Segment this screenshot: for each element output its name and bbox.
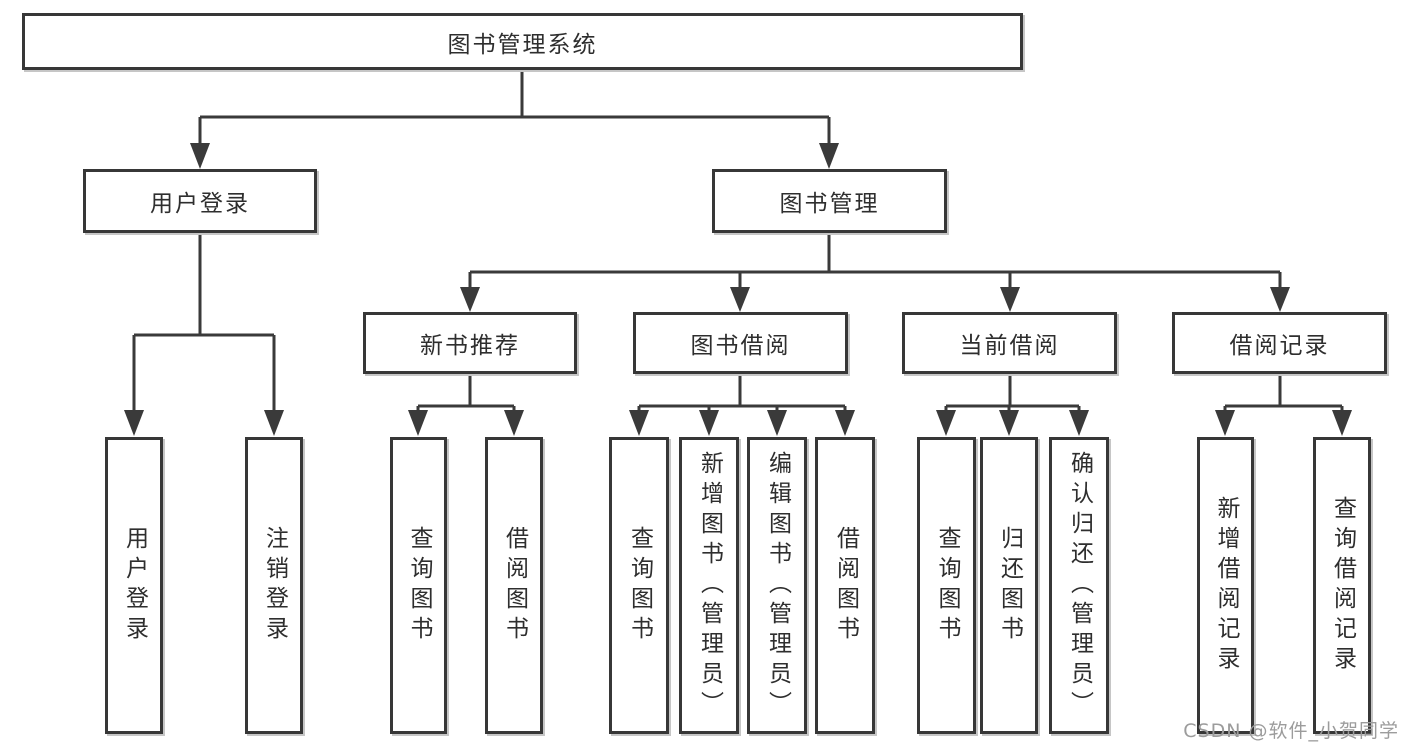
leaf-current-query-books-label: 查询图书	[934, 525, 960, 646]
node-book-management: 图书管理	[712, 169, 947, 233]
node-user-login: 用户登录	[83, 169, 317, 233]
leaf-add-borrow-record: 新增借阅记录	[1197, 437, 1254, 734]
node-current-borrowing: 当前借阅	[902, 312, 1117, 374]
node-user-login-label: 用户登录	[150, 191, 250, 217]
leaf-borrowing-query-books: 查询图书	[609, 437, 669, 734]
node-borrowing-records-label: 借阅记录	[1229, 333, 1330, 359]
leaf-add-borrow-record-label: 新增借阅记录	[1213, 495, 1239, 676]
node-book-management-label: 图书管理	[779, 191, 880, 217]
leaf-recommend-query-books: 查询图书	[390, 437, 447, 734]
node-root-library-system: 图书管理系统	[22, 13, 1023, 70]
leaf-add-books-admin-label: 新增图书（管理员）	[696, 450, 723, 721]
leaf-edit-books-admin-label: 编辑图书（管理员）	[764, 450, 791, 721]
leaf-query-borrow-record: 查询借阅记录	[1313, 437, 1371, 734]
leaf-recommend-borrow-books-label: 借阅图书	[501, 525, 528, 646]
leaf-recommend-borrow-books: 借阅图书	[485, 437, 543, 734]
leaf-return-books: 归还图书	[980, 437, 1038, 734]
leaf-borrowing-query-books-label: 查询图书	[626, 525, 653, 646]
leaf-return-books-label: 归还图书	[996, 525, 1023, 646]
leaf-recommend-query-books-label: 查询图书	[406, 525, 432, 646]
node-book-borrowing: 图书借阅	[633, 312, 848, 374]
leaf-confirm-return-admin: 确认归还（管理员）	[1049, 437, 1109, 734]
leaf-add-books-admin: 新增图书（管理员）	[679, 437, 739, 734]
node-new-book-recommend: 新书推荐	[363, 312, 577, 374]
leaf-user-login-label: 用户登录	[121, 525, 148, 646]
node-new-book-recommend-label: 新书推荐	[420, 333, 520, 359]
leaf-logout-label: 注销登录	[261, 525, 288, 646]
leaf-logout: 注销登录	[245, 437, 303, 734]
leaf-query-borrow-record-label: 查询借阅记录	[1329, 495, 1356, 676]
leaf-borrowing-borrow-books-label: 借阅图书	[832, 525, 859, 646]
leaf-confirm-return-admin-label: 确认归还（管理员）	[1066, 450, 1093, 721]
leaf-current-query-books: 查询图书	[917, 437, 976, 734]
node-root-label: 图书管理系统	[447, 31, 598, 58]
leaf-edit-books-admin: 编辑图书（管理员）	[747, 437, 807, 734]
node-book-borrowing-label: 图书借阅	[690, 333, 791, 359]
node-borrowing-records: 借阅记录	[1172, 312, 1387, 374]
leaf-user-login: 用户登录	[105, 437, 163, 734]
csdn-watermark: CSDN @软件_小贺同学	[1183, 720, 1399, 742]
node-current-borrowing-label: 当前借阅	[959, 333, 1060, 359]
leaf-borrowing-borrow-books: 借阅图书	[815, 437, 875, 734]
arrowheads	[124, 143, 1352, 436]
